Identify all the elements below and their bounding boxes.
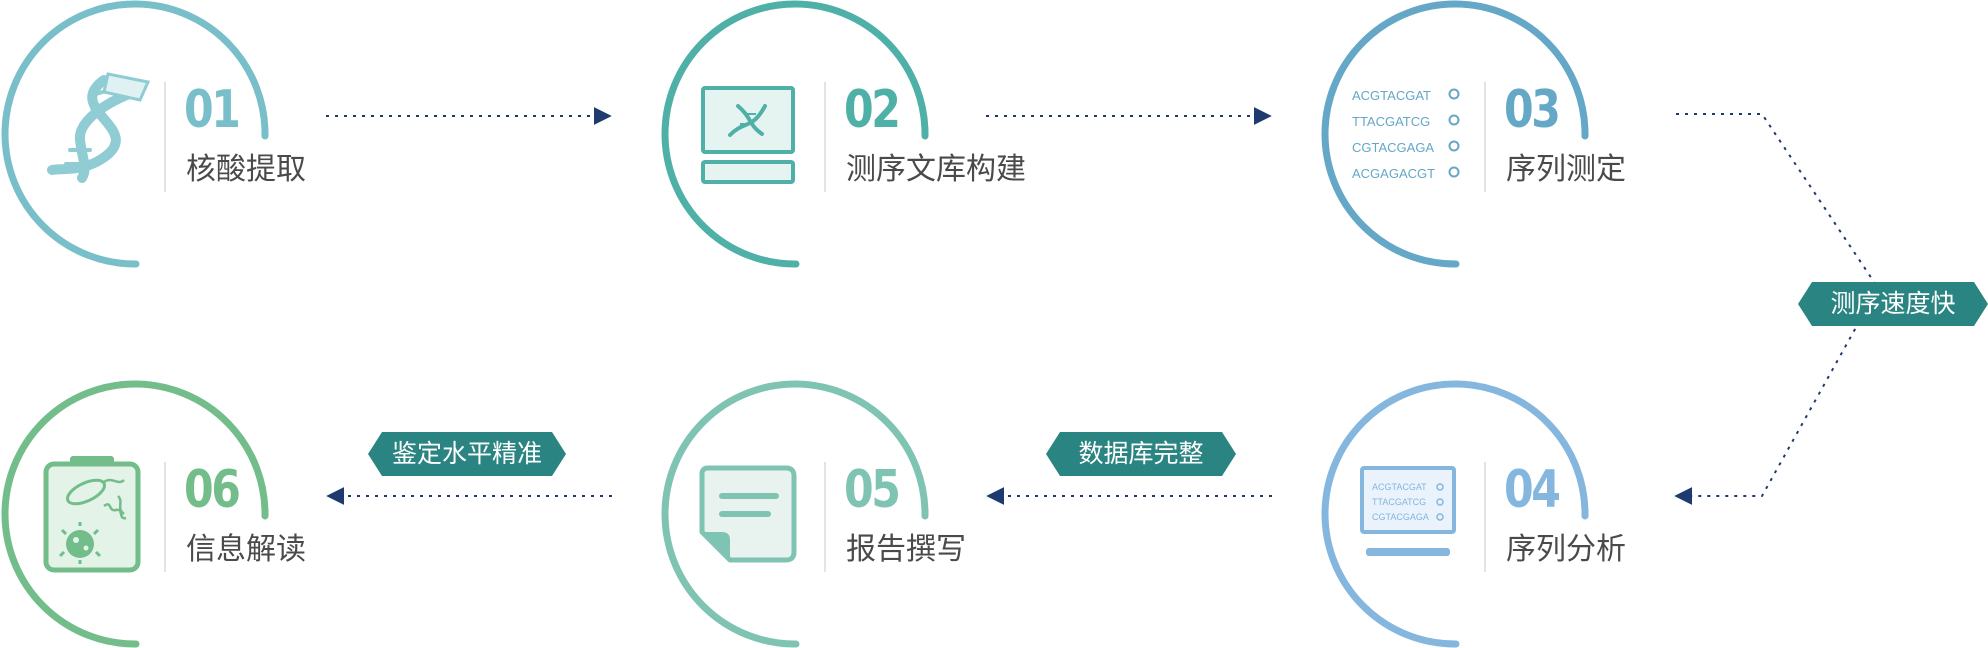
tag-speed: 测序速度快 [1798, 282, 1988, 326]
seq03-line: ACGTACGAT [1352, 88, 1431, 103]
step-04-title: 序列分析 [1506, 532, 1626, 567]
step-02-title: 测序文库构建 [846, 152, 1026, 187]
seq04-line: CGTACGAGA [1372, 512, 1429, 522]
tag-accuracy: 鉴定水平精准 [368, 432, 566, 476]
document-icon [699, 465, 797, 563]
step-01-title: 核酸提取 [186, 152, 306, 187]
divider [164, 462, 166, 572]
step-03-number: 03 [1504, 80, 1561, 140]
step-06-ring [1, 380, 269, 648]
seq03-line: TTACGATCG [1352, 114, 1430, 129]
seq04-line: ACGTACGAT [1372, 482, 1427, 492]
dna-helix-icon [47, 72, 151, 183]
divider [824, 462, 826, 572]
step-05-ring [661, 380, 929, 648]
tag-database: 数据库完整 [1046, 432, 1236, 476]
step-02-ring [661, 0, 929, 268]
step-06-title: 信息解读 [186, 532, 306, 567]
seq04-line: TTACGATCG [1372, 497, 1426, 507]
seq03-line: ACGAGACGT [1352, 166, 1435, 181]
step-03-title: 序列测定 [1506, 152, 1626, 187]
sequence-list-icon: ACGTACGAT TTACGATCG CGTACGAGA ACGAGACGT [1352, 88, 1460, 181]
step-02-number: 02 [844, 80, 901, 140]
sequence-screen-icon: ACGTACGAT TTACGATCG CGTACGAGA [1360, 466, 1456, 556]
divider [1484, 82, 1486, 192]
step-06-number: 06 [184, 460, 241, 520]
monitor-dna-icon [701, 86, 795, 184]
step-01-ring [1, 0, 269, 268]
step-04-number: 04 [1504, 460, 1561, 520]
step-05-title: 报告撰写 [846, 532, 966, 567]
divider [1484, 462, 1486, 572]
clipboard-microbe-icon [43, 456, 141, 573]
divider [164, 82, 166, 192]
step-01-number: 01 [184, 80, 241, 140]
step-05-number: 05 [844, 460, 901, 520]
seq03-line: CGTACGAGA [1352, 140, 1434, 155]
step-04-ring [1321, 380, 1589, 648]
step-03-ring [1321, 0, 1589, 268]
divider [824, 82, 826, 192]
